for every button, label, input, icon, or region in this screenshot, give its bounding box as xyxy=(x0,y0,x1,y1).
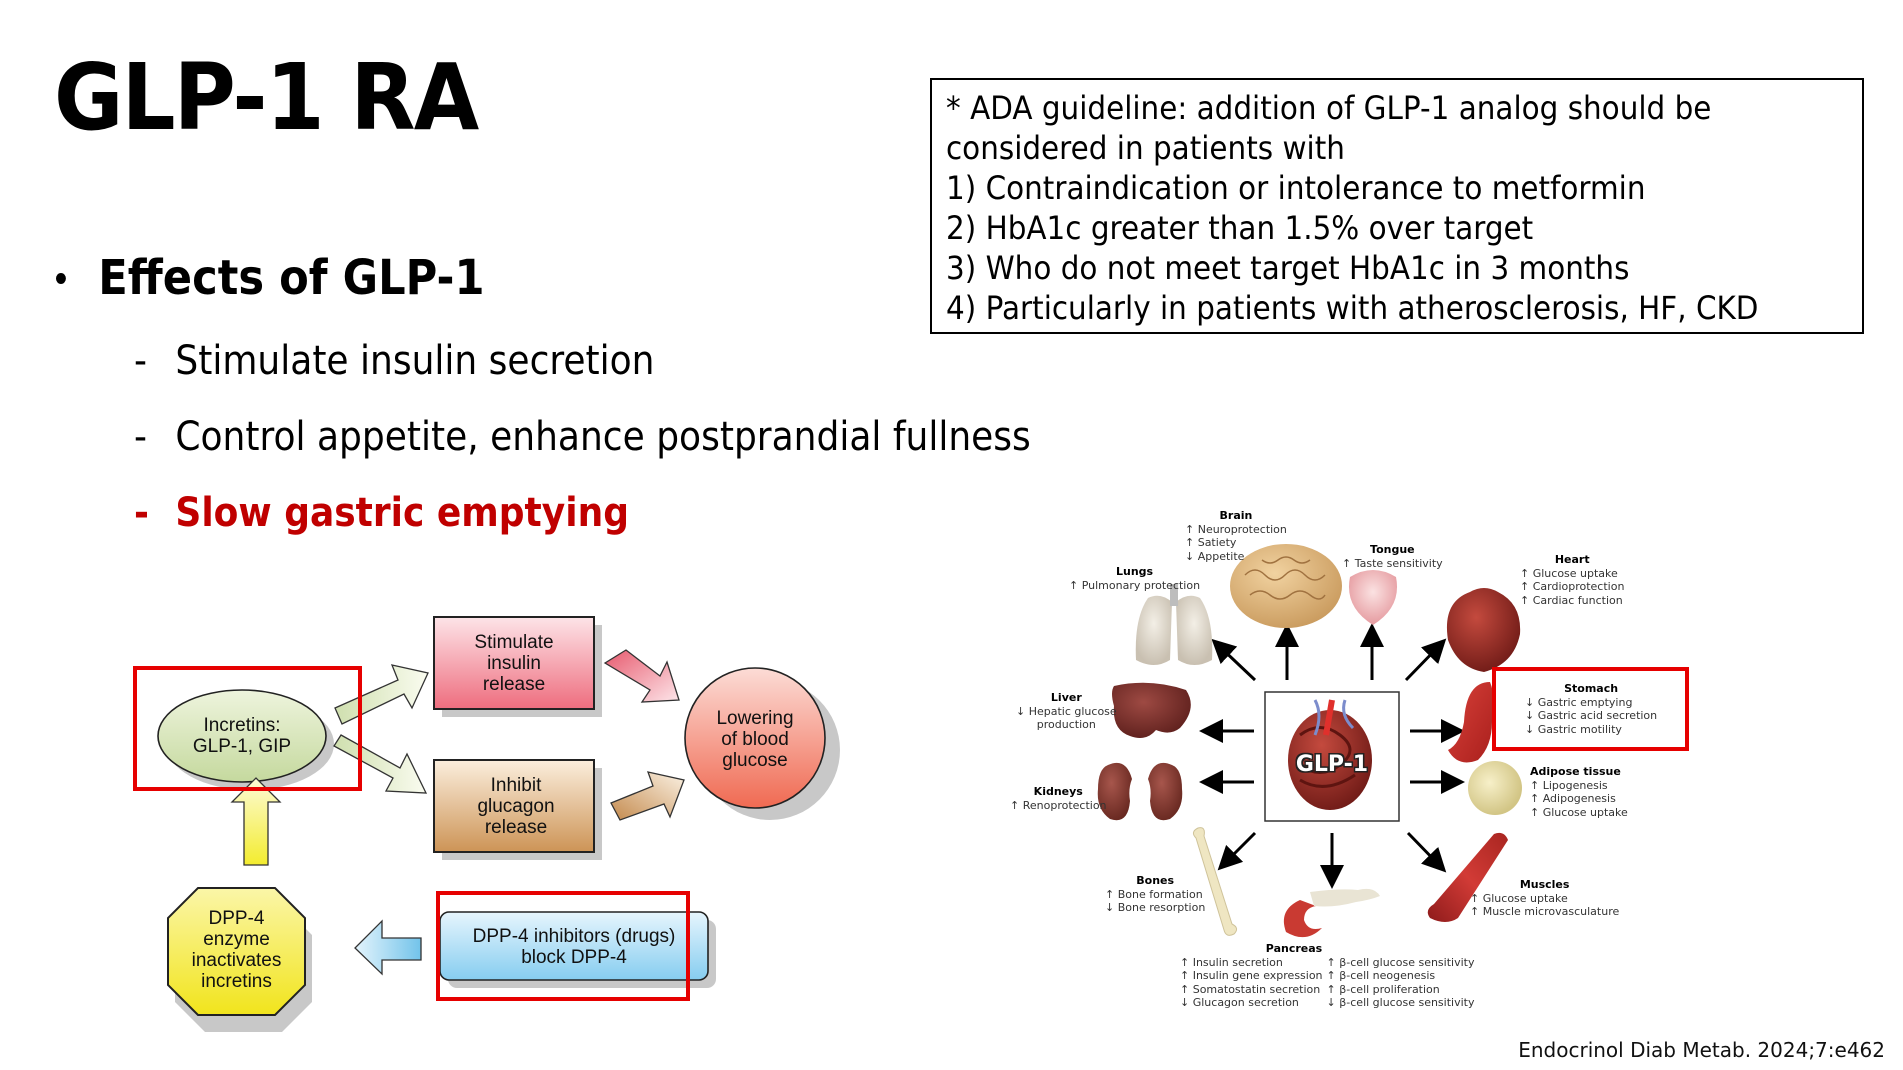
sub-text: Slow gastric emptying xyxy=(175,490,629,536)
inhibitors-shadow xyxy=(448,920,716,988)
incretins-shadow xyxy=(166,698,334,790)
organ-label-kidneys: Kidneys ↑ Renoprotection xyxy=(1010,785,1107,812)
arrow-inhibit-to-lowering xyxy=(610,771,685,821)
ada-line: 3) Who do not meet target HbA1c in 3 mon… xyxy=(946,249,1630,287)
ada-line: 4) Particularly in patients with atheros… xyxy=(946,289,1759,327)
dpp4-enzyme-node xyxy=(167,887,306,1016)
arrow-to-muscles xyxy=(1406,831,1447,873)
pancreas-effects-left: ↑ Insulin secretion ↑ Insulin gene expre… xyxy=(1180,955,1323,1010)
ada-line: 2) HbA1c greater than 1.5% over target xyxy=(946,209,1534,247)
arrow-to-lungs xyxy=(1211,638,1257,682)
organ-label-adipose: Adipose tissue ↑ Lipogenesis ↑ Adipogene… xyxy=(1530,765,1628,819)
lungs-image xyxy=(1135,584,1213,665)
glp1-center-label: GLP-1 xyxy=(1295,752,1369,777)
stimulate-shadow xyxy=(442,625,602,717)
arrow-inhibitors-to-dpp4 xyxy=(354,919,422,976)
annotation-box-dpp4-inhibitors xyxy=(436,891,690,1001)
heart-image xyxy=(1446,588,1521,672)
annotation-box-stomach xyxy=(1492,667,1689,751)
dpp4-inhibitors-node xyxy=(439,911,709,981)
sub-dash: - xyxy=(134,338,147,384)
organ-label-tongue: Tongue ↑ Taste sensitivity xyxy=(1342,543,1443,570)
lowering-node xyxy=(684,667,826,809)
organ-label-bones: Bones ↑ Bone formation ↓ Bone resorption xyxy=(1105,874,1206,914)
liver-image xyxy=(1112,682,1191,738)
brain-image xyxy=(1230,544,1342,628)
arrow-to-bones xyxy=(1217,831,1257,871)
bone-image xyxy=(1192,827,1238,936)
organ-label-stomach: Stomach ↓ Gastric emptying ↓ Gastric aci… xyxy=(1525,682,1658,736)
organ-label-muscles: Muscles ↑ Glucose uptake ↑ Muscle microv… xyxy=(1470,878,1620,918)
glp1-center-box xyxy=(1264,691,1400,822)
organ-label-pancreas: Pancreas ↑ Insulin secretion ↑ Insulin g… xyxy=(1180,942,1475,1010)
sub-item: - Stimulate insulin secretion xyxy=(134,338,654,384)
arrow-stimulate-to-lowering xyxy=(603,649,680,703)
sub-dash: - xyxy=(134,414,147,460)
organ-label-heart: Heart ↑ Glucose uptake ↑ Cardioprotectio… xyxy=(1520,553,1625,607)
sub-item: - Control appetite, enhance postprandial… xyxy=(134,414,1031,460)
citation: Endocrinol Diab Metab. 2024;7:e462 xyxy=(1518,1038,1885,1062)
sub-text: Control appetite, enhance postprandial f… xyxy=(175,414,1031,460)
tongue-image xyxy=(1348,570,1398,625)
arrow-dpp4-to-incretins xyxy=(230,777,282,866)
organ-label-liver: Liver ↓ Hepatic glucose production xyxy=(1016,691,1117,731)
muscle-image xyxy=(1427,832,1508,922)
lowering-shadow xyxy=(700,680,840,820)
pancreas-effects-right: ↑ β-cell glucose sensitivity ↑ β-cell ne… xyxy=(1326,955,1475,1010)
arrow-incretins-to-stimulate xyxy=(334,664,429,725)
bullet-text: Effects of GLP-1 xyxy=(98,250,485,306)
inhibit-node xyxy=(433,759,595,853)
organ-label-brain: Brain ↑ Neuroprotection ↑ Satiety ↓ Appe… xyxy=(1185,509,1287,563)
kidneys-image xyxy=(1097,762,1183,821)
sub-dash: - xyxy=(134,490,149,536)
incretins-node xyxy=(157,689,327,783)
ada-line: * ADA guideline: addition of GLP-1 analo… xyxy=(946,89,1712,127)
slide-title: GLP-1 RA xyxy=(54,44,479,151)
incretins-label: Incretins:GLP-1, GIP xyxy=(192,715,292,757)
intestine-image xyxy=(1288,699,1372,810)
ada-line: considered in patients with xyxy=(946,129,1345,167)
octagon-shadow xyxy=(175,905,312,1032)
arrow-to-heart xyxy=(1404,638,1447,682)
pancreas-image xyxy=(1283,888,1380,938)
ada-guideline-box: * ADA guideline: addition of GLP-1 analo… xyxy=(930,78,1864,334)
bullet-effects: Effects of GLP-1 xyxy=(56,250,485,306)
dpp4-inhibitors-label: DPP-4 inhibitors (drugs)block DPP-4 xyxy=(472,926,676,968)
arrow-incretins-to-inhibit xyxy=(333,734,428,794)
sub-text: Stimulate insulin secretion xyxy=(175,338,655,384)
annotation-box-incretins xyxy=(133,666,362,791)
bullet-dot-icon xyxy=(56,272,66,284)
inhibit-shadow xyxy=(442,768,602,860)
sub-item-highlighted: - Slow gastric emptying xyxy=(134,490,629,536)
stomach-image xyxy=(1448,682,1494,763)
adipose-image xyxy=(1468,761,1522,815)
organ-label-lungs: Lungs ↑ Pulmonary protection xyxy=(1069,565,1201,592)
ada-line: 1) Contraindication or intolerance to me… xyxy=(946,169,1646,207)
stimulate-node xyxy=(433,616,595,710)
